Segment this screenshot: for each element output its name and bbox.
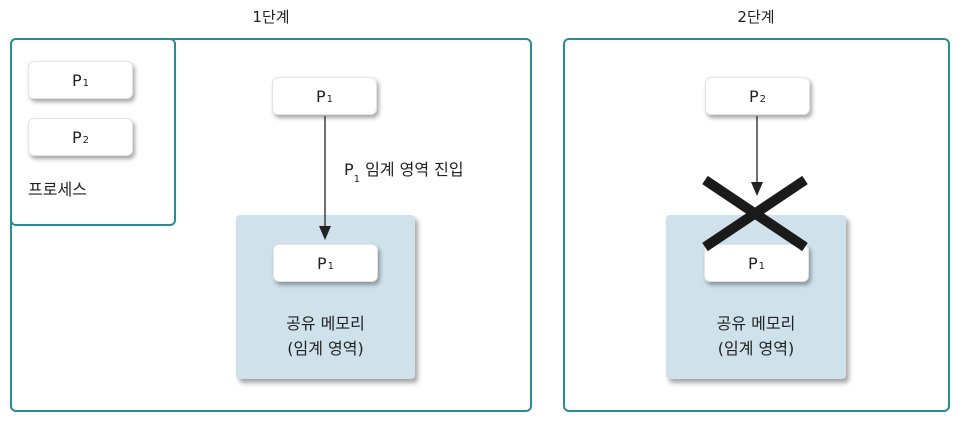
stage-2-shared-memory: 공유 메모리 (임계 영역) (666, 215, 846, 379)
stage-2-critical-process-sub: 1 (758, 260, 766, 272)
process-chip-p2-sub: 2 (82, 134, 90, 146)
stage-1-shared-memory: 공유 메모리 (임계 영역) (236, 215, 415, 379)
stage-1-critical-process-base: P (316, 253, 327, 273)
process-chip-p1-sub: 1 (82, 77, 90, 89)
process-chip-p1-base: P (71, 70, 82, 90)
stage-1-entry-arrowhead (319, 226, 331, 240)
entry-label-base: P (344, 160, 354, 179)
stage-1-shared-memory-line1: 공유 메모리 (286, 314, 365, 333)
stage-2-title: 2단계 (737, 8, 775, 26)
stage-1-shared-memory-line2: (임계 영역) (287, 339, 364, 358)
entering-process-sub: 1 (326, 93, 334, 105)
process-chip-p2-base: P (71, 127, 82, 147)
blocked-process-base: P (748, 86, 759, 106)
stage-2-critical-process-base: P (747, 253, 758, 273)
stage-2-blocked-arrowhead (751, 182, 763, 196)
stage-1-critical-process-sub: 1 (327, 260, 335, 272)
entry-label-sub: 1 (353, 174, 361, 186)
stage-2-shared-memory-line1: 공유 메모리 (716, 314, 796, 333)
entry-label-text: 임계 영역 진입 (360, 160, 464, 179)
stage-2-shared-memory-line2: (임계 영역) (717, 339, 795, 358)
blocked-process-sub: 2 (759, 93, 767, 105)
critical-section-entry-label: P1 임계 영역 진입 (344, 156, 464, 186)
process-group-label: 프로세스 (28, 180, 87, 199)
stage-1-title: 1단계 (252, 8, 290, 26)
entering-process-base: P (315, 86, 326, 106)
block-cross-stroke-2 (702, 175, 808, 252)
